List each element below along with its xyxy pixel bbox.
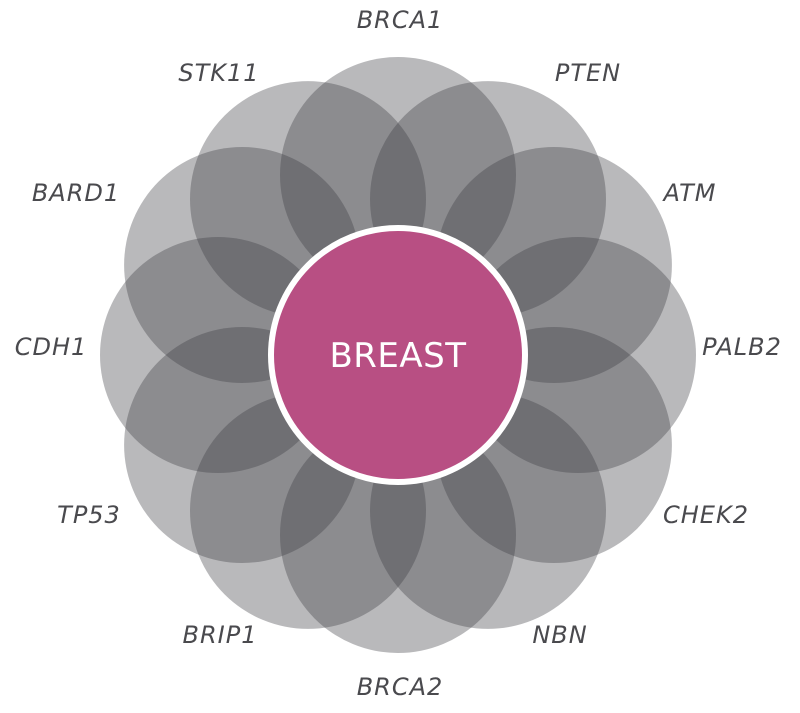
gene-label-brip1: BRIP1 [183, 621, 258, 649]
petal-brca2 [280, 417, 516, 653]
gene-label-chek2: CHEK2 [663, 501, 749, 529]
petal-cdh1 [100, 237, 336, 473]
center-label: BREAST [329, 336, 466, 376]
gene-label-tp53: TP53 [57, 501, 121, 529]
gene-label-brca1: BRCA1 [357, 6, 444, 34]
gene-label-palb2: PALB2 [702, 333, 782, 361]
petal-brca1 [280, 57, 516, 293]
gene-label-brca2: BRCA2 [357, 673, 444, 701]
petal-palb2 [460, 237, 696, 473]
center-circle [268, 225, 528, 485]
gene-label-bard1: BARD1 [32, 179, 120, 207]
gene-label-cdh1: CDH1 [15, 333, 88, 361]
gene-label-atm: ATM [661, 179, 716, 207]
gene-label-pten: PTEN [555, 59, 621, 87]
gene-label-nbn: NBN [532, 621, 587, 649]
gene-label-stk11: STK11 [178, 59, 259, 87]
